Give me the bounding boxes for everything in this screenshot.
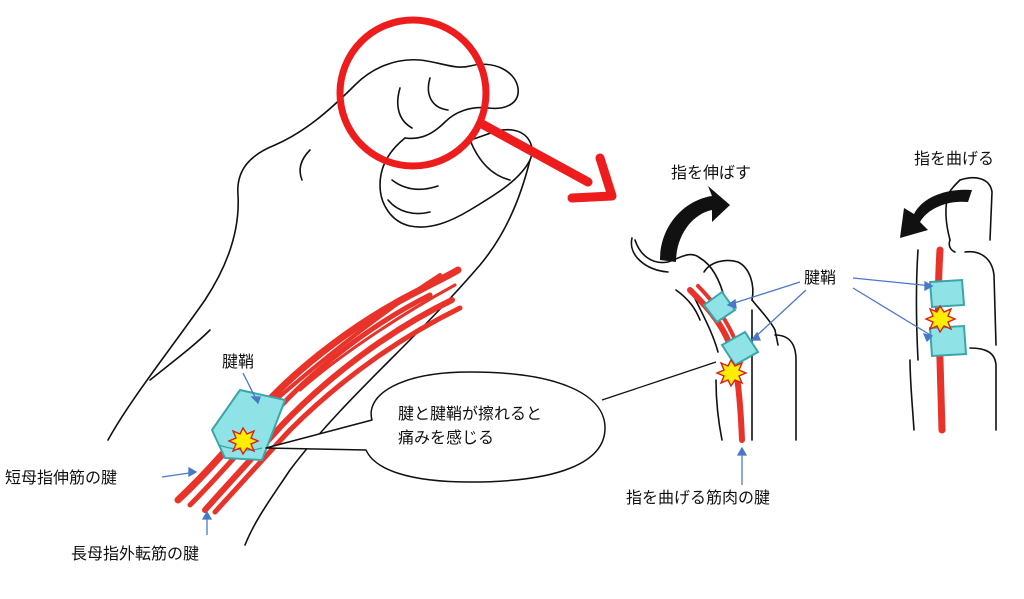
label-extend-finger: 指を伸ばす (671, 163, 752, 182)
bubble-line-2: 痛みを感じる (398, 428, 495, 447)
zoom-arrow-shaft (477, 119, 593, 187)
bubble-pointer-line (601, 361, 717, 401)
middle-pointers (726, 281, 807, 485)
pain-burst-icon (924, 304, 957, 334)
left-tendon-sheath (211, 389, 286, 461)
label-epb-tendon: 短母指伸筋の腱 (5, 468, 118, 487)
speech-bubble (265, 371, 606, 483)
label-apl-tendon: 長母指外転筋の腱 (71, 544, 200, 563)
right-pointers (852, 277, 934, 343)
label-tendon-sheath-left: 腱鞘 (222, 352, 255, 371)
bubble-text: 腱と腱鞘が擦れると 痛みを感じる (398, 402, 542, 450)
bend-arrow-icon (900, 189, 972, 238)
bubble-line-1: 腱と腱鞘が擦れると (398, 404, 543, 423)
pain-burst-icon (715, 358, 748, 388)
zoom-circle (336, 16, 490, 170)
label-flexor-tendon: 指を曲げる筋肉の腱 (626, 488, 771, 507)
zoom-arrow-head-icon (567, 153, 617, 203)
zoom-indicator (336, 16, 617, 203)
label-bend-finger: 指を曲げる (914, 149, 995, 168)
extend-arrow-icon (660, 186, 730, 262)
left-pointers (161, 372, 261, 535)
extend-finger-outline (630, 237, 797, 441)
hand-outline (107, 58, 533, 546)
pain-burst-icon (227, 426, 260, 456)
bend-sheaths (928, 278, 968, 358)
label-tendon-sheath-right: 腱鞘 (804, 268, 837, 287)
extend-sheaths (702, 290, 760, 367)
